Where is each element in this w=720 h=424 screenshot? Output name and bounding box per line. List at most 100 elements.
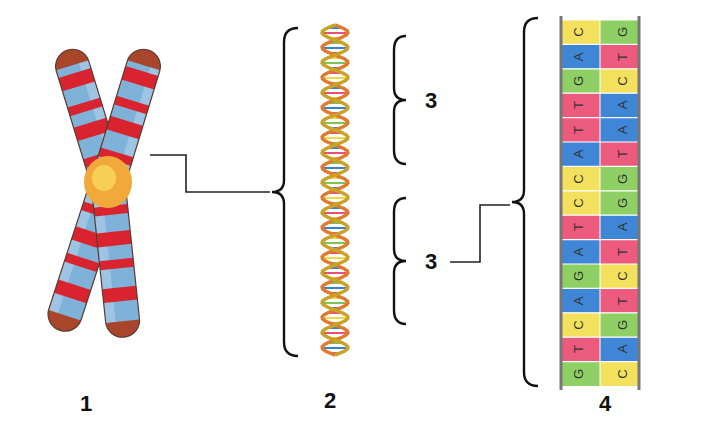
base-cell — [562, 264, 600, 288]
centromere — [84, 156, 132, 208]
base-letter: A — [616, 345, 629, 354]
helix-rung — [322, 167, 348, 169]
helix-rung — [322, 107, 348, 109]
base-letter: C — [572, 27, 585, 36]
callout-number: 3 — [425, 90, 437, 112]
base-letter: T — [572, 101, 585, 109]
helix-rung — [322, 287, 348, 289]
helix-rung — [322, 317, 348, 319]
base-letter: T — [616, 297, 629, 305]
chromosome-band — [106, 116, 143, 139]
chromosome-band — [58, 68, 95, 91]
chromosome-band — [99, 258, 134, 271]
chromosome-band — [64, 253, 99, 272]
base-cell — [600, 337, 638, 361]
base-cell — [600, 215, 638, 239]
base-cell — [562, 191, 600, 215]
base-letter: G — [572, 76, 585, 86]
telomere — [127, 45, 164, 70]
base-cell — [600, 69, 638, 93]
base-letter: A — [616, 125, 629, 134]
base-letter: C — [572, 174, 585, 183]
helix-rung — [322, 242, 348, 244]
leader-line — [450, 205, 510, 262]
helix-rung — [322, 32, 348, 34]
base-cell — [562, 215, 600, 239]
chromosome-band — [122, 66, 159, 89]
telomere — [106, 319, 141, 338]
base-letter: T — [572, 126, 585, 134]
base-cell — [600, 93, 638, 117]
base-cell — [562, 69, 600, 93]
pair-bond — [600, 20, 601, 386]
callout-number: 3 — [425, 251, 437, 273]
base-cell — [600, 362, 638, 386]
base-letter: C — [572, 198, 585, 207]
base-letter: A — [572, 52, 585, 61]
base-letter: T — [616, 248, 629, 256]
base-pair-ladder — [561, 16, 639, 390]
base-cell — [600, 240, 638, 264]
callout-number: 4 — [599, 393, 611, 415]
base-cell — [562, 166, 600, 190]
base-letter: G — [616, 174, 629, 184]
base-letter: T — [616, 53, 629, 61]
base-letter: A — [616, 223, 629, 232]
base-cell — [600, 142, 638, 166]
telomere — [51, 45, 88, 70]
base-letter: G — [616, 27, 629, 37]
curly-bracket — [272, 28, 298, 356]
chromosome-band — [102, 286, 137, 303]
base-cell — [562, 142, 600, 166]
helix-rung — [322, 272, 348, 274]
base-letter: A — [616, 101, 629, 110]
base-letter: G — [572, 369, 585, 379]
base-cell — [600, 44, 638, 68]
base-letter: G — [616, 320, 629, 330]
base-letter: C — [572, 320, 585, 329]
curly-bracket — [394, 36, 406, 164]
base-letter: T — [572, 223, 585, 231]
helix-rung — [322, 77, 348, 79]
helix-rung — [322, 227, 348, 229]
chromosome-band — [114, 96, 149, 115]
double-helix — [322, 25, 348, 355]
base-cell — [600, 166, 638, 190]
helix-rung — [322, 122, 348, 124]
base-cell — [600, 288, 638, 312]
base-letter: A — [572, 296, 585, 305]
helix-rung — [322, 62, 348, 64]
telomere — [44, 310, 81, 336]
base-cell — [600, 118, 638, 142]
base-letter: T — [572, 345, 585, 353]
helix-rung — [322, 212, 348, 214]
base-cell — [562, 118, 600, 142]
base-cell — [562, 240, 600, 264]
helix-strand — [322, 25, 348, 355]
helix-rung — [322, 302, 348, 304]
base-letter: A — [572, 150, 585, 159]
helix-rung — [322, 332, 348, 334]
chromosome — [44, 45, 165, 339]
helix-rung — [322, 197, 348, 199]
base-cell — [600, 313, 638, 337]
callout-number: 2 — [324, 390, 336, 412]
base-cell — [562, 313, 600, 337]
backbone — [560, 16, 563, 390]
base-letter: T — [616, 150, 629, 158]
base-cell — [562, 93, 600, 117]
centromere — [92, 165, 116, 191]
helix-rung — [322, 347, 348, 349]
callout-number: 1 — [80, 393, 92, 415]
base-cell — [562, 288, 600, 312]
leader-line — [150, 155, 270, 192]
helix-rung — [322, 152, 348, 154]
base-letter: A — [572, 247, 585, 256]
base-cell — [562, 337, 600, 361]
base-cell — [600, 191, 638, 215]
helix-rung — [322, 47, 348, 49]
backbone — [638, 16, 641, 390]
base-letter: G — [616, 198, 629, 208]
base-cell — [562, 44, 600, 68]
